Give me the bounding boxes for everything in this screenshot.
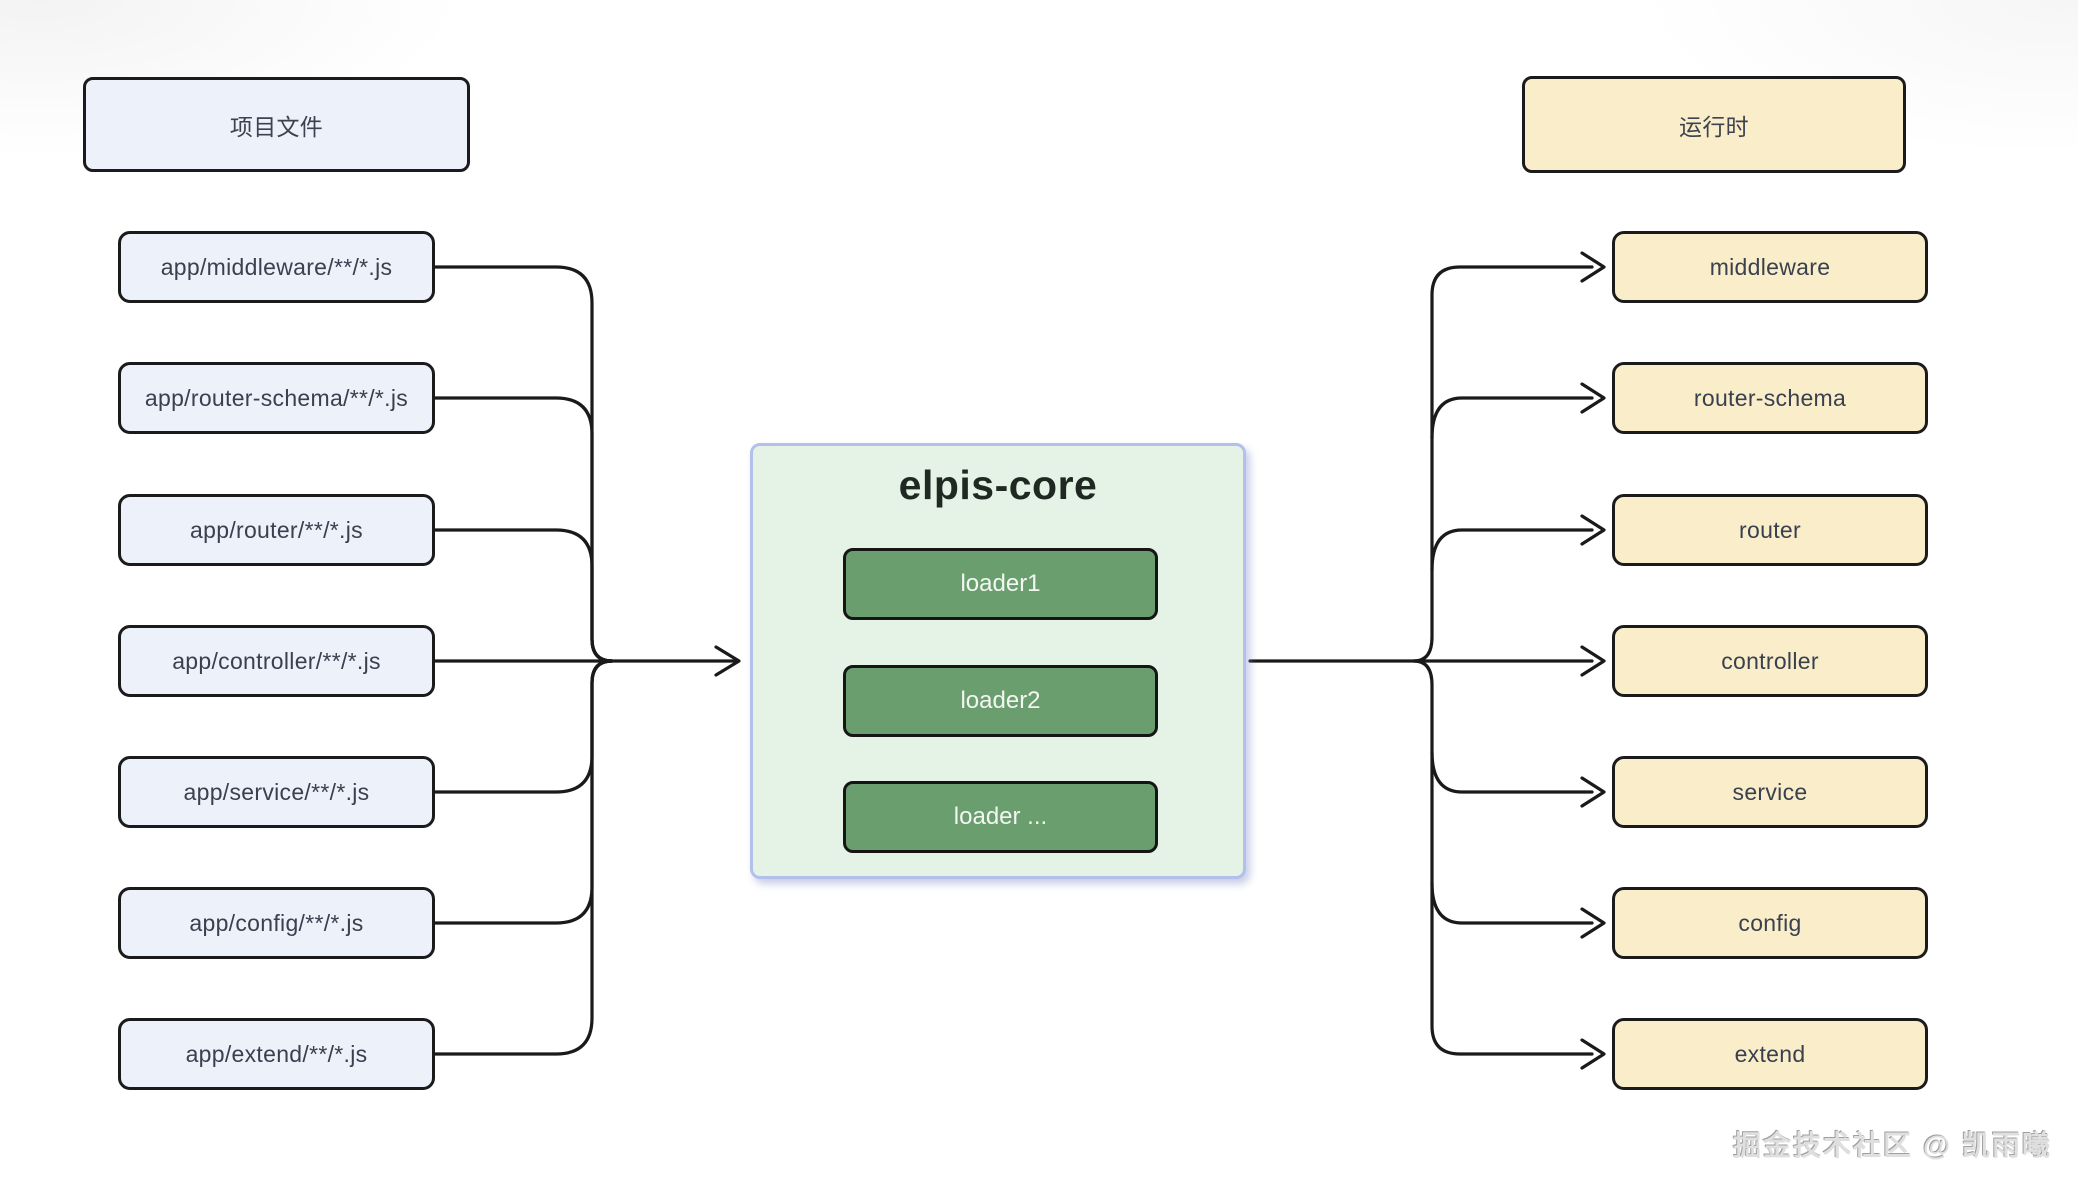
module-box-controller: controller: [1612, 625, 1928, 697]
wire-right-router-schema: [1430, 396, 1594, 440]
module-box-extend: extend: [1612, 1018, 1928, 1090]
arrowhead-extend: [1580, 1038, 1606, 1070]
right-header: 运行时: [1522, 76, 1906, 173]
wire-left-service: [433, 659, 614, 794]
module-box-router: router: [1612, 494, 1928, 566]
watermark: 掘金技术社区 @ 凯雨曦: [1733, 1130, 2052, 1161]
module-box-service: service: [1612, 756, 1928, 828]
core-title: elpis-core: [898, 462, 1098, 508]
arrowhead-core: [714, 645, 741, 677]
arrowhead-router: [1580, 514, 1606, 546]
loader2-box: loader2: [843, 665, 1158, 737]
file-box-config: app/config/**/*.js: [118, 887, 435, 959]
arrowhead-service: [1580, 776, 1606, 808]
file-box-router: app/router/**/*.js: [118, 494, 435, 566]
wire-right-top: [1412, 265, 1594, 663]
arrowhead-middleware: [1580, 251, 1606, 283]
module-box-router-schema: router-schema: [1612, 362, 1928, 434]
elpis-core-container: elpis-core loader1 loader2 loader ...: [750, 443, 1246, 879]
left-header: 项目文件: [83, 77, 470, 172]
wire-left-middleware: [433, 265, 614, 663]
loader-more-box: loader ...: [843, 781, 1158, 853]
wire-right-router: [1430, 528, 1594, 572]
file-box-router-schema: app/router-schema/**/*.js: [118, 362, 435, 434]
file-box-middleware: app/middleware/**/*.js: [118, 231, 435, 303]
loader1-box: loader1: [843, 548, 1158, 620]
module-box-config: config: [1612, 887, 1928, 959]
wire-right-service: [1430, 750, 1594, 794]
wire-right-config: [1430, 881, 1594, 925]
arrowhead-controller: [1580, 645, 1606, 677]
file-box-controller: app/controller/**/*.js: [118, 625, 435, 697]
wire-right-bottom: [1412, 659, 1594, 1056]
file-box-service: app/service/**/*.js: [118, 756, 435, 828]
arrowhead-config: [1580, 907, 1606, 939]
file-box-extend: app/extend/**/*.js: [118, 1018, 435, 1090]
wire-left-router: [433, 528, 614, 663]
module-box-middleware: middleware: [1612, 231, 1928, 303]
wire-left-extend: [433, 659, 614, 1056]
arrowhead-router-schema: [1580, 382, 1606, 414]
